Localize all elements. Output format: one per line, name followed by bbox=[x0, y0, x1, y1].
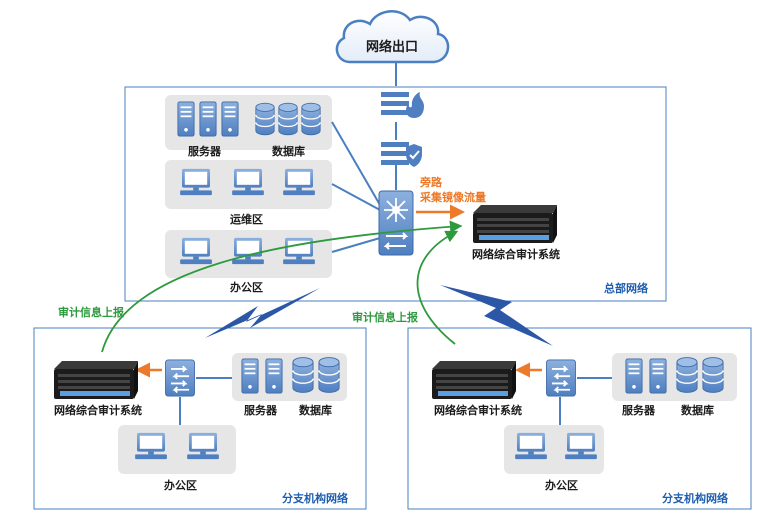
pc-icon bbox=[515, 432, 547, 460]
pc-icon bbox=[565, 432, 597, 460]
server-icon bbox=[649, 358, 667, 394]
report-label-left: 审计信息上报 bbox=[58, 306, 124, 319]
pc-icon bbox=[135, 432, 167, 460]
mirror-traffic-label: 采集镜像流量 bbox=[420, 191, 486, 204]
database-icon bbox=[278, 102, 298, 136]
pc-icon bbox=[180, 168, 212, 196]
pc-icon bbox=[283, 168, 315, 196]
branch-right-servers-label: 服务器 bbox=[622, 404, 655, 417]
hq-audit-system-label: 网络综合审计系统 bbox=[472, 248, 560, 261]
pc-icon bbox=[180, 237, 212, 265]
hq-servers-label: 服务器 bbox=[188, 145, 221, 158]
database-icon bbox=[318, 356, 340, 394]
bypass-label: 旁路 bbox=[420, 176, 442, 189]
branch-right-audit-system-label: 网络综合审计系统 bbox=[434, 404, 522, 417]
wan-link-left bbox=[205, 288, 320, 338]
report-arrow-right bbox=[416, 230, 459, 345]
hq-links bbox=[331, 62, 397, 253]
pc-icon bbox=[232, 168, 264, 196]
server-icon bbox=[199, 101, 217, 137]
branch-right-region-label: 分支机构网络 bbox=[662, 492, 728, 505]
server-icon bbox=[241, 358, 259, 394]
branch-right-office-zone-label: 办公区 bbox=[545, 479, 578, 492]
hq-office-zone-label: 办公区 bbox=[230, 281, 263, 294]
database-icon bbox=[301, 102, 321, 136]
branch-left-region-label: 分支机构网络 bbox=[282, 492, 348, 505]
pc-icon bbox=[232, 237, 264, 265]
firewall-icon bbox=[381, 92, 424, 118]
internet-cloud bbox=[335, 10, 450, 64]
branch-left-database-label: 数据库 bbox=[299, 404, 332, 417]
branch-left-audit-system-label: 网络综合审计系统 bbox=[54, 404, 142, 417]
branch-left-servers-label: 服务器 bbox=[244, 404, 277, 417]
server-icon bbox=[625, 358, 643, 394]
pc-icon bbox=[283, 237, 315, 265]
hq-region-label: 总部网络 bbox=[604, 282, 648, 295]
hq-audit-system-icon bbox=[473, 205, 557, 243]
internet-cloud-label: 网络出口 bbox=[366, 40, 419, 55]
security-gateway-icon bbox=[380, 141, 423, 168]
database-icon bbox=[255, 102, 275, 136]
branch-left-switch-icon bbox=[164, 359, 196, 397]
branch-links bbox=[179, 377, 612, 425]
wan-link-right bbox=[440, 285, 553, 346]
branch-left-office-zone bbox=[118, 425, 236, 474]
branch-right-database-label: 数据库 bbox=[681, 404, 714, 417]
database-icon bbox=[702, 356, 724, 394]
server-icon bbox=[177, 101, 195, 137]
core-switch-icon bbox=[378, 190, 414, 256]
report-label-right: 审计信息上报 bbox=[352, 311, 418, 324]
branch-left-server-zone bbox=[232, 353, 347, 401]
hq-database-label: 数据库 bbox=[272, 145, 305, 158]
report-arrow-left bbox=[101, 220, 463, 353]
branch-right-audit-system-icon bbox=[432, 361, 516, 399]
branch-right-switch-icon bbox=[545, 359, 577, 397]
branch-left-office-zone-label: 办公区 bbox=[164, 479, 197, 492]
hq-ops-zone-label: 运维区 bbox=[230, 213, 263, 226]
database-icon bbox=[292, 356, 314, 394]
branch-left-audit-system-icon bbox=[54, 361, 138, 399]
server-icon bbox=[265, 358, 283, 394]
server-icon bbox=[221, 101, 239, 137]
database-icon bbox=[676, 356, 698, 394]
pc-icon bbox=[187, 432, 219, 460]
